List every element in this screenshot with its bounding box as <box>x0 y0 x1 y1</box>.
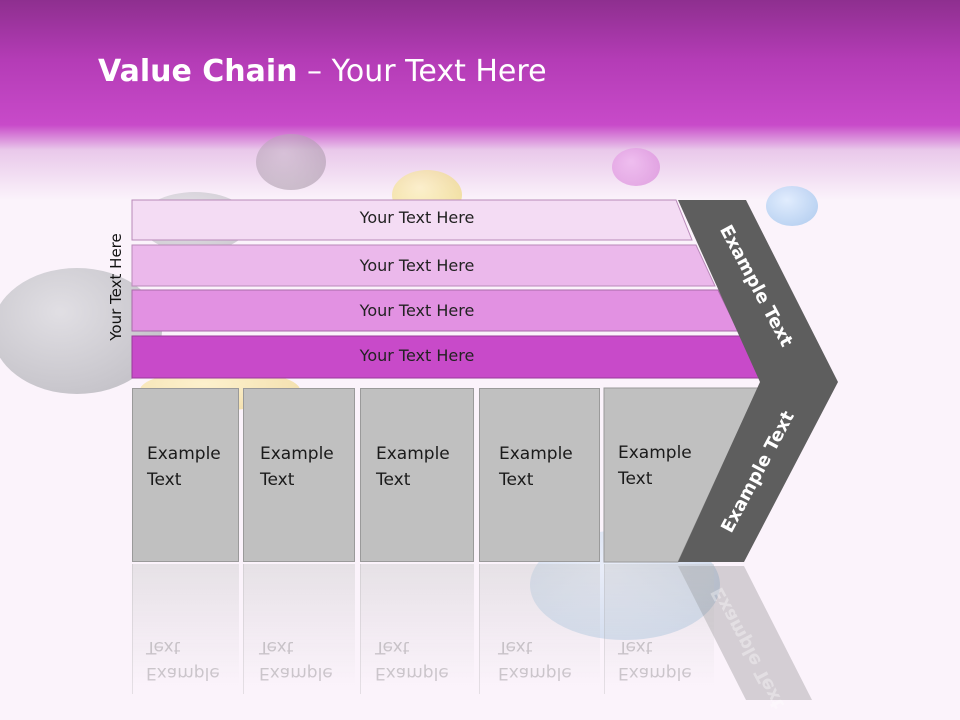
band-label: Your Text Here <box>359 346 475 365</box>
band-shape <box>131 199 693 241</box>
chevron-shape <box>678 200 838 562</box>
chevron-reflection <box>678 566 812 700</box>
page-title: Value Chain – Your Text Here <box>98 54 547 89</box>
band-label: Your Text Here <box>359 301 475 320</box>
band-label: Your Text Here <box>359 208 475 227</box>
decorative-disc <box>256 134 326 190</box>
band-label: Your Text Here <box>359 256 475 275</box>
decorative-disc <box>766 186 818 226</box>
decorative-disc <box>612 148 660 186</box>
title-bold: Value Chain <box>98 54 298 89</box>
band-shape <box>131 244 716 287</box>
header-band <box>0 0 960 200</box>
title-rest: – Your Text Here <box>297 54 547 89</box>
